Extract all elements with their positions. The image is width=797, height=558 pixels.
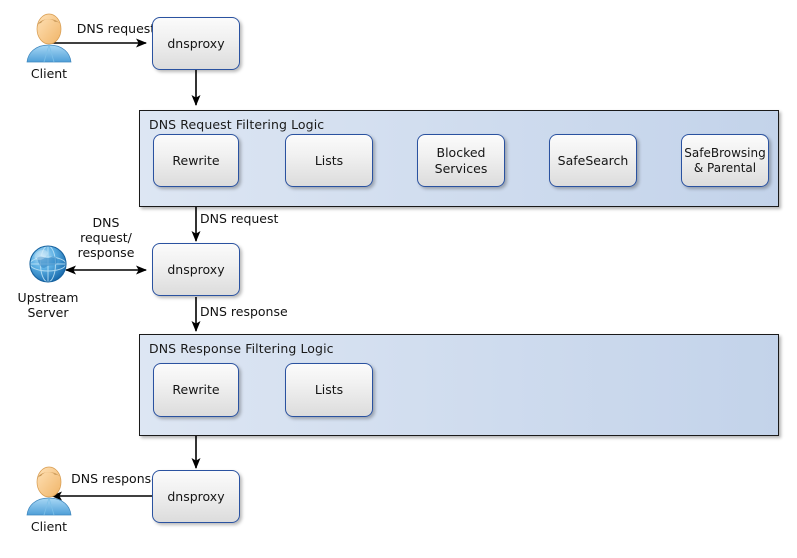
node-request-safesearch[interactable]: SafeSearch — [549, 134, 637, 187]
panel-title-response: DNS Response Filtering Logic — [149, 341, 334, 356]
node-dnsproxy-middle[interactable]: dnsproxy — [152, 243, 240, 296]
node-request-blocked-services[interactable]: Blocked Services — [417, 134, 505, 187]
user-icon — [26, 13, 72, 63]
edge-label-client-request: DNS request — [76, 21, 156, 36]
node-request-safebrowsing-parental[interactable]: SafeBrowsing & Parental — [681, 134, 769, 187]
edge-label-proxy-request: DNS request — [200, 211, 279, 226]
actor-client-top: Client — [8, 12, 90, 81]
actor-upstream-server: Upstream Server — [12, 240, 84, 320]
edge-label-upstream-exchange: DNS request/ response — [77, 215, 135, 260]
actor-client-bottom: Client — [8, 465, 90, 534]
actor-caption: Client — [30, 66, 68, 81]
edge-label-client-response: DNS response — [71, 471, 159, 486]
user-icon — [26, 466, 72, 516]
panel-dns-response-filtering: DNS Response Filtering Logic — [139, 334, 779, 436]
panel-title-request: DNS Request Filtering Logic — [149, 117, 325, 132]
node-request-rewrite[interactable]: Rewrite — [153, 134, 239, 187]
actor-caption: Upstream Server — [17, 290, 79, 320]
node-dnsproxy-top[interactable]: dnsproxy — [152, 17, 240, 70]
edge-label-proxy-response: DNS response — [200, 304, 288, 319]
globe-icon — [29, 245, 67, 283]
node-request-lists[interactable]: Lists — [285, 134, 373, 187]
node-dnsproxy-bottom[interactable]: dnsproxy — [152, 470, 240, 523]
actor-caption: Client — [30, 519, 68, 534]
node-response-lists[interactable]: Lists — [285, 363, 373, 417]
node-response-rewrite[interactable]: Rewrite — [153, 363, 239, 417]
